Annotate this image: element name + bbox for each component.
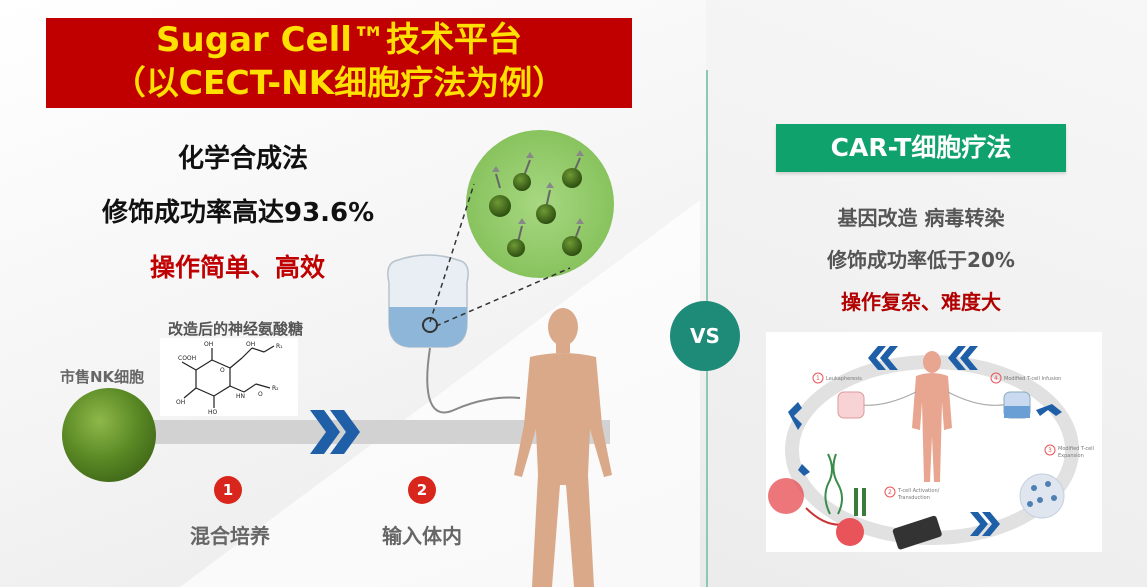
diagram-step-2-label-b: Transduction: [897, 495, 930, 501]
title-line-1: Sugar Cell™技术平台: [156, 20, 522, 60]
svg-text:HN: HN: [236, 393, 245, 400]
svg-text:OH: OH: [246, 341, 255, 348]
svg-text:OH: OH: [204, 341, 213, 348]
diagram-step-2-label-a: T-cell Activation/: [897, 488, 940, 494]
svg-text:R₁: R₁: [276, 343, 283, 350]
title-banner: Sugar Cell™技术平台 （以CECT-NK细胞疗法为例）: [46, 18, 632, 108]
nk-cell-label: 市售NK细胞: [60, 368, 145, 386]
svg-text:O: O: [220, 367, 225, 374]
vs-badge: VS: [670, 301, 740, 371]
diagram-step-1-number: 1: [816, 375, 820, 382]
human-body-icon: [514, 308, 612, 587]
cart-cycle-icon: 1 4 3 2 Leukapheresis Modified T-cell In…: [768, 346, 1094, 550]
svg-text:HO: HO: [208, 409, 218, 416]
right-disadvantage: 操作复杂、难度大: [841, 290, 1001, 314]
left-advantage: 操作简单、高效: [150, 253, 326, 282]
svg-text:OH: OH: [176, 399, 185, 406]
diagram-step-3-label-b: Expansion: [1058, 453, 1084, 459]
molecule-icon: COOH OH OH O OH R₁ HN O R₂ HO: [176, 341, 283, 416]
molecule-structure: COOH OH OH O OH R₁ HN O R₂ HO: [160, 338, 298, 416]
cart-process-diagram: 1 4 3 2 Leukapheresis Modified T-cell In…: [766, 332, 1102, 552]
iv-bag-icon: [387, 254, 469, 348]
nk-cell-image: [62, 388, 156, 482]
step-1-label: 混合培养: [190, 524, 270, 548]
step-2-label: 输入体内: [382, 524, 462, 548]
svg-text:COOH: COOH: [178, 355, 196, 362]
zoomed-cells-view: [466, 130, 614, 278]
modified-sugar-label: 改造后的神经氨酸糖: [168, 320, 304, 338]
left-method: 化学合成法: [178, 144, 309, 174]
left-success-rate: 修饰成功率高达93.6%: [102, 198, 375, 228]
cart-header: CAR-T细胞疗法: [776, 124, 1066, 172]
step-1-number: 1: [214, 476, 242, 504]
diagram-step-1-label: Leukapheresis: [826, 376, 862, 382]
double-chevron-right-icon: [310, 410, 360, 454]
diagram-step-3-label-a: Modified T-cell: [1058, 446, 1094, 452]
diagram-step-4-number: 4: [994, 375, 998, 382]
diagram-step-2-number: 2: [888, 489, 892, 496]
svg-text:R₂: R₂: [272, 385, 279, 392]
step-2-number: 2: [408, 476, 436, 504]
right-method: 基因改造 病毒转染: [837, 206, 1005, 230]
diagram-step-3-number: 3: [1048, 447, 1052, 454]
svg-text:O: O: [258, 391, 263, 398]
right-success-rate: 修饰成功率低于20%: [827, 248, 1015, 272]
modified-cells-icon: [489, 150, 584, 257]
title-line-2: （以CECT-NK细胞疗法为例）: [112, 63, 566, 102]
diagram-step-4-label: Modified T-cell Infusion: [1004, 376, 1061, 382]
